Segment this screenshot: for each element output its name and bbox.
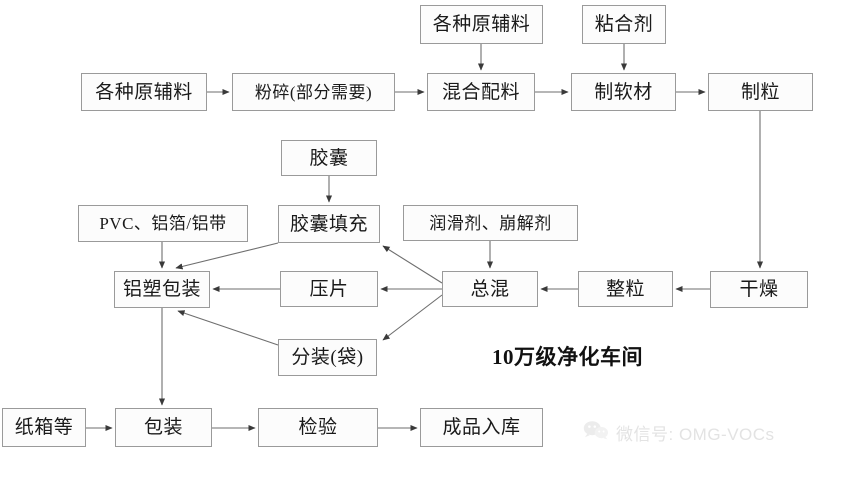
node-lubricant[interactable]: 润滑剂、崩解剂 <box>403 205 578 241</box>
node-total_mix[interactable]: 总混 <box>442 271 538 307</box>
watermark: 微信号: OMG-VOCs <box>583 420 775 445</box>
node-tablet[interactable]: 压片 <box>280 271 378 307</box>
wechat-icon <box>583 420 609 445</box>
node-binder[interactable]: 粘合剂 <box>582 5 666 44</box>
node-mix_ingredient[interactable]: 混合配料 <box>427 73 535 111</box>
edge-capsule_fill-to-alu_pack <box>175 242 279 270</box>
edge-bag_fill-to-alu_pack <box>177 310 279 346</box>
node-granulate[interactable]: 制粒 <box>708 73 813 111</box>
node-packaging[interactable]: 包装 <box>115 408 212 447</box>
cleanroom-grade-label: 10万级净化车间 <box>492 345 643 369</box>
node-capsule_fill[interactable]: 胶囊填充 <box>278 205 380 243</box>
node-capsule[interactable]: 胶囊 <box>281 140 377 176</box>
node-raw_top[interactable]: 各种原辅料 <box>420 5 543 44</box>
watermark-text: 微信号: OMG-VOCs <box>616 425 775 444</box>
node-crush[interactable]: 粉碎(部分需要) <box>232 73 395 111</box>
node-drying[interactable]: 干燥 <box>710 271 808 308</box>
edge-total_mix-to-bag_fill <box>382 294 443 341</box>
node-inspection[interactable]: 检验 <box>258 408 378 447</box>
edge-total_mix-to-capsule_fill <box>382 245 443 284</box>
node-bag_fill[interactable]: 分装(袋) <box>278 339 377 376</box>
node-raw_left[interactable]: 各种原辅料 <box>81 73 207 111</box>
node-warehouse[interactable]: 成品入库 <box>420 408 543 447</box>
node-pvc_foil[interactable]: PVC、铝箔/铝带 <box>78 205 248 242</box>
node-alu_pack[interactable]: 铝塑包装 <box>114 271 210 308</box>
node-soft_material[interactable]: 制软材 <box>571 73 676 111</box>
node-cartons[interactable]: 纸箱等 <box>2 408 86 447</box>
node-size_granule[interactable]: 整粒 <box>578 271 673 307</box>
